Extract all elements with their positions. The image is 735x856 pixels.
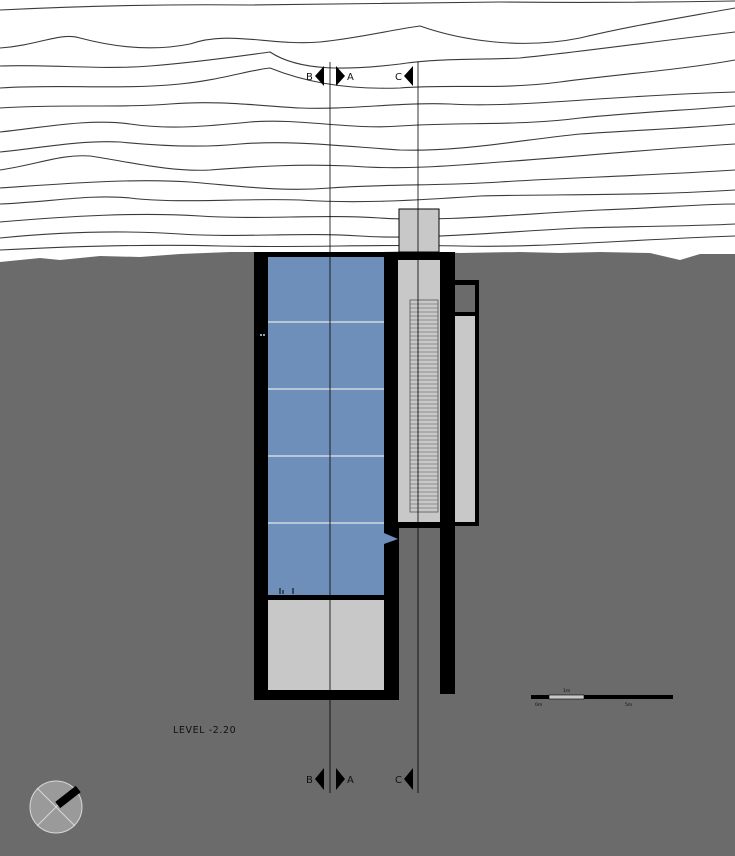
section-label-a-bottom: A: [347, 775, 354, 786]
north-arrow-icon: [29, 780, 83, 834]
scale-tick-0: 0m: [535, 702, 542, 708]
section-label-a-top: A: [347, 72, 354, 83]
right-wall: [440, 252, 455, 694]
pool-divisions: [268, 321, 384, 524]
section-markers-top: B A C: [306, 66, 413, 86]
section-label-c-bottom: C: [395, 775, 402, 786]
level-label: LEVEL -2.20: [173, 725, 236, 736]
step-marks: [279, 588, 294, 594]
lower-room: [268, 600, 384, 690]
wall-markings: [260, 334, 265, 336]
scale-bar: 0m 1m 5m: [531, 688, 673, 708]
stair-shaft: [398, 260, 440, 522]
scale-tick-5: 5m: [625, 702, 632, 708]
section-arrow-icon: [336, 66, 345, 86]
section-label-b-bottom: B: [306, 775, 313, 786]
entrance-block: [398, 208, 440, 253]
section-arrow-icon: [404, 66, 413, 86]
section-label-b-top: B: [306, 72, 313, 83]
stair-steps: [410, 303, 438, 509]
section-arrow-icon: [336, 768, 345, 790]
side-room-top: [455, 285, 475, 312]
scale-tick-1: 1m: [563, 688, 570, 694]
section-arrow-icon: [404, 768, 413, 790]
stair-run: [409, 299, 439, 513]
inlet-marker: [384, 533, 398, 544]
section-label-c-top: C: [395, 72, 402, 83]
pool-water: [268, 257, 384, 595]
terrain-contour-lines: [0, 0, 735, 251]
section-arrow-icon: [315, 768, 324, 790]
section-markers-bottom: B A C: [306, 768, 413, 790]
section-arrow-icon: [315, 66, 324, 86]
side-room: [455, 316, 475, 522]
section-lines: [329, 62, 419, 793]
